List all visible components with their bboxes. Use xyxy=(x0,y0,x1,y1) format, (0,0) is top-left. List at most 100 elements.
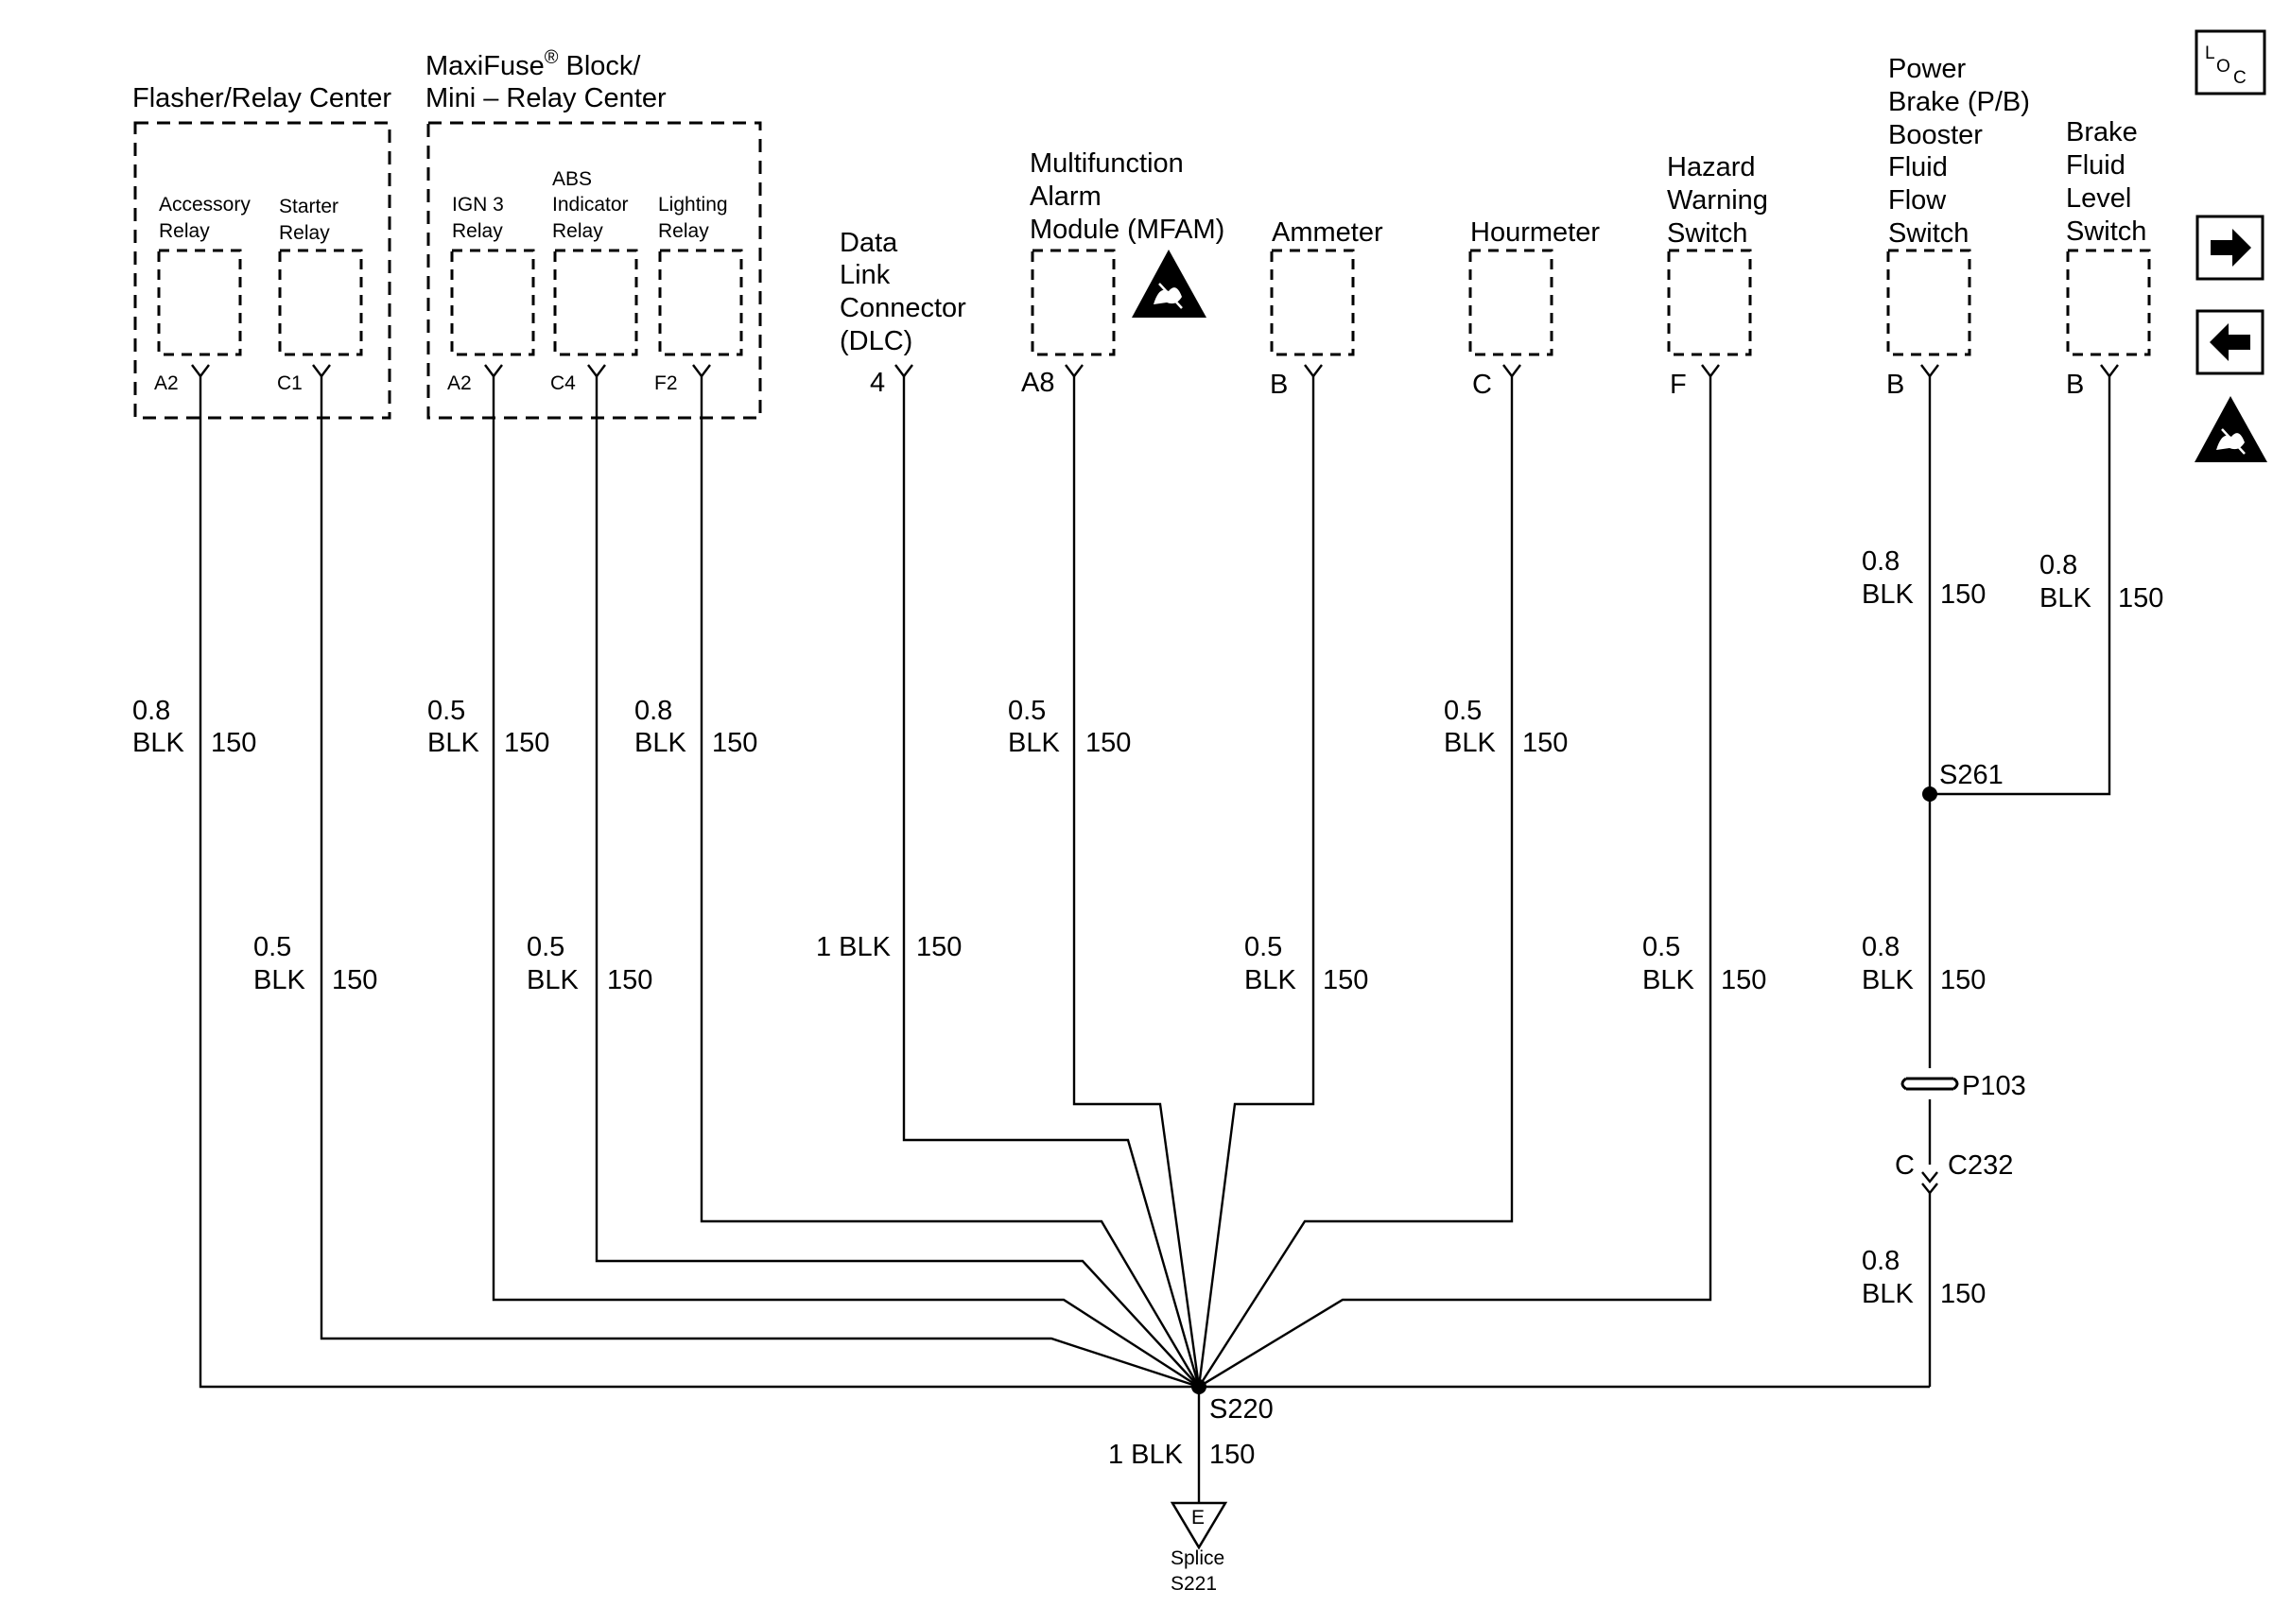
esd-warning-icon xyxy=(2195,396,2267,462)
brake-fluid-level-switch xyxy=(2066,249,2151,356)
maxifuse-block-box xyxy=(426,121,762,420)
svg-text:0.5: 0.5 xyxy=(1244,932,1282,962)
hourmeter-label: Hourmeter xyxy=(1470,217,1600,248)
svg-text:150: 150 xyxy=(1323,965,1368,995)
wire-label-starter: 0.5 BLK 150 xyxy=(253,932,377,995)
arrow-right-icon[interactable] xyxy=(2195,215,2264,281)
mfam-label: Multifunction Alarm Module (MFAM) xyxy=(1030,148,1224,245)
svg-text:O: O xyxy=(2216,57,2230,77)
svg-text:Relay: Relay xyxy=(552,220,603,242)
svg-text:BLK: BLK xyxy=(132,728,184,758)
arrow-left-icon[interactable] xyxy=(2195,309,2264,375)
lighting-relay-label: Lighting Relay xyxy=(658,194,728,242)
flasher-relay-center-title: Flasher/Relay Center xyxy=(132,83,391,113)
svg-text:Module (MFAM): Module (MFAM) xyxy=(1030,215,1224,245)
ign3-relay xyxy=(450,249,535,356)
svg-text:150: 150 xyxy=(1085,728,1131,758)
dlc-label: Data Link Connector (DLC) xyxy=(840,228,966,356)
svg-text:BLK: BLK xyxy=(1244,965,1296,995)
svg-text:1 BLK: 1 BLK xyxy=(816,932,892,962)
ground-s221-label: S221 xyxy=(1171,1573,1217,1595)
svg-text:0.8: 0.8 xyxy=(634,696,672,726)
svg-text:0.8: 0.8 xyxy=(1862,546,1900,577)
mfam-module xyxy=(1031,249,1116,356)
pin-ign3: A2 xyxy=(447,372,472,394)
svg-text:Fluid: Fluid xyxy=(1888,152,1948,182)
ground-splice-label: Splice xyxy=(1171,1547,1224,1569)
starter-relay xyxy=(278,249,363,356)
c232-pin-label: C xyxy=(1895,1150,1915,1181)
svg-text:Multifunction: Multifunction xyxy=(1030,148,1184,179)
svg-text:0.8: 0.8 xyxy=(2039,550,2077,580)
svg-text:Starter: Starter xyxy=(279,196,338,217)
svg-text:Lighting: Lighting xyxy=(658,194,728,216)
svg-text:Switch: Switch xyxy=(1667,218,1747,249)
svg-text:BLK: BLK xyxy=(1008,728,1060,758)
svg-text:Switch: Switch xyxy=(2066,216,2146,247)
svg-text:150: 150 xyxy=(1522,728,1568,758)
wire-label-abs: 0.5 BLK 150 xyxy=(527,932,652,995)
svg-text:150: 150 xyxy=(332,965,377,995)
svg-text:Relay: Relay xyxy=(452,220,503,242)
svg-text:ABS: ABS xyxy=(552,168,592,190)
mini-relay-center-title: Mini – Relay Center xyxy=(425,83,667,113)
lighting-relay xyxy=(658,249,743,356)
svg-text:Connector: Connector xyxy=(840,293,966,323)
wire-label-dlc: 1 BLK 150 xyxy=(816,932,962,962)
svg-text:BLK: BLK xyxy=(527,965,579,995)
svg-text:BLK: BLK xyxy=(1862,965,1914,995)
wire-label-pb-lower: 0.8 BLK 150 xyxy=(1862,1246,1986,1309)
p103-connector-symbol xyxy=(1900,1077,1959,1091)
svg-text:Alarm: Alarm xyxy=(1030,181,1102,212)
wire-label-brake: 0.8 BLK 150 xyxy=(2039,550,2163,613)
svg-text:150: 150 xyxy=(504,728,549,758)
svg-text:Relay: Relay xyxy=(159,220,210,242)
svg-text:0.8: 0.8 xyxy=(132,696,170,726)
svg-text:150: 150 xyxy=(607,965,652,995)
svg-text:0.8: 0.8 xyxy=(1862,932,1900,962)
svg-text:L: L xyxy=(2205,43,2215,63)
splice-s220-dot xyxy=(1191,1379,1206,1394)
pin-ammeter: B xyxy=(1270,370,1288,400)
wire-label-ammeter: 0.5 BLK 150 xyxy=(1244,932,1368,995)
svg-text:150: 150 xyxy=(1940,965,1986,995)
pin-accessory: A2 xyxy=(154,372,179,394)
pin-starter: C1 xyxy=(277,372,303,394)
pin-pb: B xyxy=(1886,370,1904,400)
svg-text:Power: Power xyxy=(1888,54,1967,84)
pin-abs: C4 xyxy=(550,372,576,394)
svg-text:BLK: BLK xyxy=(634,728,686,758)
pin-terminals xyxy=(191,364,2119,378)
pin-dlc: 4 xyxy=(870,368,885,398)
svg-text:0.5: 0.5 xyxy=(527,932,564,962)
svg-text:(DLC): (DLC) xyxy=(840,326,912,356)
hourmeter xyxy=(1468,249,1553,356)
location-icon[interactable]: L O C xyxy=(2195,29,2266,95)
svg-text:0.8: 0.8 xyxy=(1862,1246,1900,1276)
svg-text:BLK: BLK xyxy=(1862,1279,1914,1309)
pin-lighting: F2 xyxy=(654,372,678,394)
wire-label-hazard: 0.5 BLK 150 xyxy=(1642,932,1766,995)
svg-text:Switch: Switch xyxy=(1888,218,1969,249)
ammeter xyxy=(1270,249,1355,356)
svg-text:Booster: Booster xyxy=(1888,120,1983,150)
svg-text:BLK: BLK xyxy=(1862,579,1914,610)
svg-text:150: 150 xyxy=(1940,1279,1986,1309)
accessory-relay xyxy=(157,249,242,356)
wire-label-pb-mid: 0.8 BLK 150 xyxy=(1862,932,1986,995)
svg-text:Indicator: Indicator xyxy=(552,194,629,216)
maxifuse-block-title: MaxiFuse® Block/ xyxy=(425,47,641,81)
ground-letter: E xyxy=(1191,1507,1205,1529)
svg-text:IGN 3: IGN 3 xyxy=(452,194,504,216)
splice-s261-dot xyxy=(1922,786,1937,802)
svg-text:150: 150 xyxy=(1940,579,1986,610)
svg-text:Brake (P/B): Brake (P/B) xyxy=(1888,87,2030,117)
svg-text:Relay: Relay xyxy=(279,222,330,244)
pb-booster-fluid-flow-switch xyxy=(1886,249,1971,356)
splice-s220-label: S220 xyxy=(1209,1394,1274,1425)
svg-text:C: C xyxy=(2233,68,2247,88)
pin-hazard: F xyxy=(1670,370,1687,400)
c232-label: C232 xyxy=(1948,1150,2013,1181)
ammeter-label: Ammeter xyxy=(1272,217,1383,248)
